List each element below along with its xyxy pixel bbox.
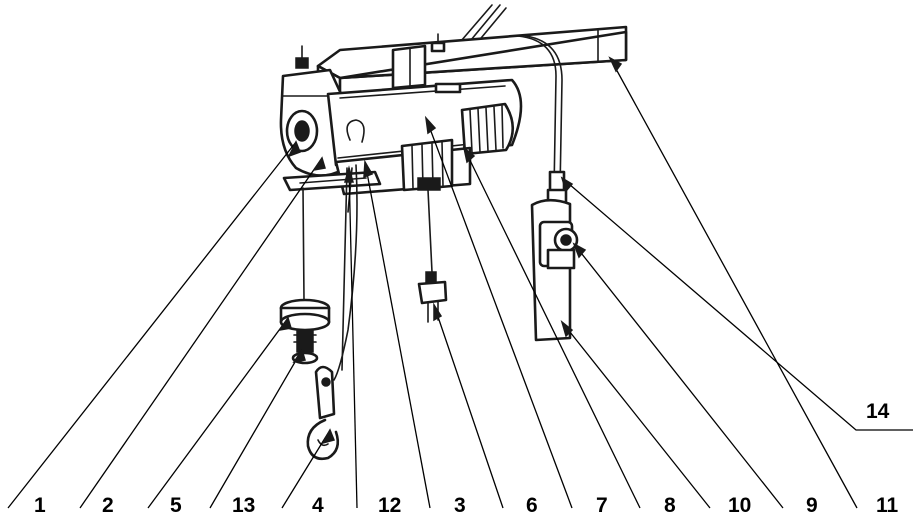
label-7: 7 <box>596 494 608 517</box>
leader-1 <box>7 141 297 509</box>
leader-4 <box>281 429 331 509</box>
leader-2 <box>79 157 323 509</box>
leader-7 <box>425 117 573 509</box>
leader-11 <box>609 57 858 509</box>
leader-10 <box>561 321 711 509</box>
label-8: 8 <box>664 494 676 517</box>
label-12: 12 <box>378 494 401 517</box>
leader-lines <box>7 57 913 509</box>
label-1: 1 <box>34 494 46 517</box>
leader-12 <box>348 167 358 509</box>
label-9: 9 <box>806 494 818 517</box>
leader-8 <box>463 147 641 509</box>
leader-9 <box>573 243 784 509</box>
hoist-body <box>326 78 523 167</box>
rope-and-hook <box>279 164 358 461</box>
leader-14 <box>561 177 913 431</box>
arrowheads <box>278 56 623 445</box>
label-3: 3 <box>454 494 466 517</box>
leader-6 <box>433 304 504 509</box>
leader-5 <box>147 317 289 509</box>
label-6: 6 <box>526 494 538 517</box>
hoist-illustration <box>279 4 628 461</box>
label-11: 11 <box>876 494 899 517</box>
label-14: 14 <box>866 400 890 423</box>
label-4: 4 <box>312 494 324 517</box>
leader-13 <box>209 349 303 509</box>
leader-3 <box>364 161 431 509</box>
label-5: 5 <box>170 494 182 517</box>
label-10: 10 <box>728 494 751 517</box>
power-cord-and-plug <box>417 189 448 323</box>
label-2: 2 <box>102 494 114 517</box>
callout-labels: 1 2 5 13 4 12 3 6 7 8 10 9 11 14 <box>34 400 899 517</box>
label-13: 13 <box>232 494 255 517</box>
